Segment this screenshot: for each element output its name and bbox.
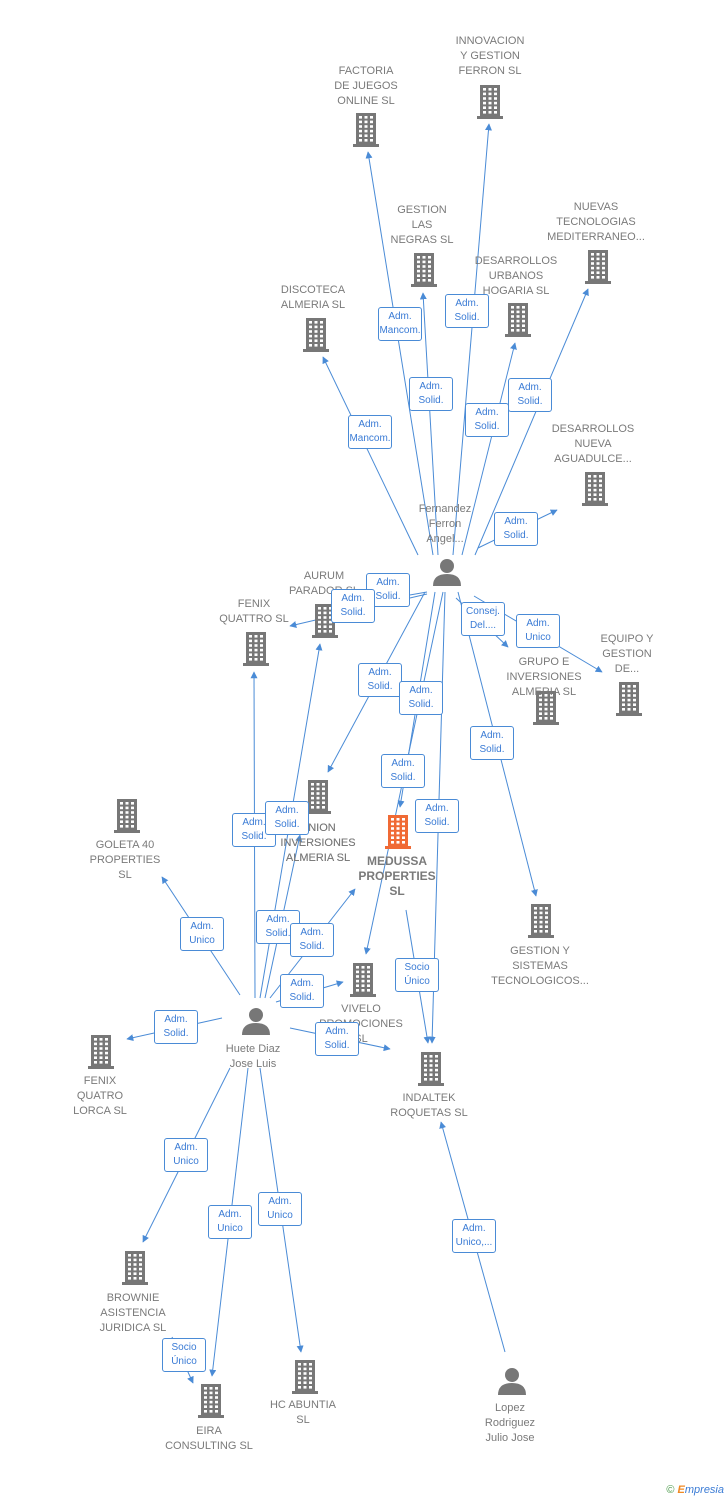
node-label-fenix-quattro[interactable]: FENIX QUATTRO SL — [219, 598, 289, 625]
person-icon-fernandez[interactable] — [433, 559, 461, 586]
building-icon-desarrollos-nueva[interactable] — [582, 472, 608, 506]
node-label-discoteca[interactable]: DISCOTECA ALMERIA SL — [280, 284, 346, 311]
node-label-brownie[interactable]: BROWNIE ASISTENCIA JURIDICA SL — [99, 1292, 167, 1334]
brand-rest: mpresia — [684, 1484, 724, 1496]
building-icon-aurum[interactable] — [312, 604, 338, 638]
nodes-layer — [88, 85, 642, 1418]
node-label-union[interactable]: UNION INVERSIONES ALMERIA SL — [280, 822, 356, 864]
edge-label-fernandez-to-grupo[interactable]: Consej. Del.... — [461, 602, 505, 636]
edge-fernandez-to-desarrollos-hogaria — [461, 342, 517, 556]
node-label-innovacion[interactable]: INNOVACION Y GESTION FERRON SL — [455, 35, 525, 77]
edge-fernandez-to-innovacion — [452, 123, 492, 556]
building-icon-eira[interactable] — [198, 1384, 224, 1418]
node-label-huete[interactable]: Huete Diaz Jose Luis — [225, 1043, 281, 1070]
edge-label-fernandez-to-innovacion[interactable]: Adm. Solid. — [445, 294, 489, 328]
edge-label-huete-to-medussa[interactable]: Adm. Solid. — [290, 923, 334, 957]
building-icon-sunion[interactable] — [305, 780, 331, 814]
person-icon-huete[interactable] — [242, 1008, 270, 1035]
node-label-lopez[interactable]: Lopez Rodriguez Julio Jose — [484, 1402, 536, 1444]
node-label-sunion[interactable]: UNION INVERSIONES ALMERIA SL — [280, 822, 356, 864]
node-label-medussa[interactable]: MEDUSSA PROPERTIES SL — [358, 854, 436, 898]
node-label-desarrollos-nueva[interactable]: DESARROLLOS NUEVA AGUADULCE... — [551, 423, 635, 465]
edge-label-huete-to-aurum[interactable]: Adm. Solid. — [265, 801, 309, 835]
node-label-fernandez[interactable]: Fernandez Ferron Angel... — [418, 503, 472, 545]
copyright-symbol: © — [666, 1484, 675, 1496]
edge-label-fernandez-to-union[interactable]: Adm. Solid. — [358, 663, 402, 697]
main-company-building-icon-medussa[interactable] — [385, 815, 411, 849]
node-label-fenix-quatro[interactable]: FENIX QUATRO LORCA SL — [73, 1075, 127, 1117]
edge-label-huete-to-hc[interactable]: Adm. Unico — [258, 1192, 302, 1226]
building-icon-vivelo[interactable] — [350, 963, 376, 997]
edge-fernandez-to-gestion-negras — [419, 292, 439, 556]
edge-label-huete-to-eira[interactable]: Adm. Unico — [208, 1205, 252, 1239]
building-icon-grupo[interactable] — [533, 691, 559, 725]
building-icon-fenix-quatro[interactable] — [88, 1035, 114, 1069]
node-label-factoria[interactable]: FACTORIA DE JUEGOS ONLINE SL — [334, 65, 398, 107]
node-label-indaltek[interactable]: INDALTEK ROQUETAS SL — [390, 1092, 468, 1119]
building-icon-gestion-negras[interactable] — [411, 253, 437, 287]
building-icon-brownie[interactable] — [122, 1251, 148, 1285]
node-label-gestion-negras[interactable]: GESTION LAS NEGRAS SL — [390, 204, 454, 246]
edge-label-fernandez-to-desarrollos-hogaria[interactable]: Adm. Solid. — [465, 403, 509, 437]
edge-label-fernandez-to-gestion-negras[interactable]: Adm. Solid. — [409, 377, 453, 411]
edge-label-brownie-to-eira[interactable]: Socio Único — [162, 1338, 206, 1372]
building-icon-hc[interactable] — [292, 1360, 318, 1394]
edge-label-fernandez-to-fenix-quattro[interactable]: Adm. Solid. — [331, 589, 375, 623]
edge-fernandez-to-nuevas — [474, 288, 589, 556]
edge-label-huete-to-vivelo[interactable]: Adm. Solid. — [280, 974, 324, 1008]
node-label-eira[interactable]: EIRA CONSULTING SL — [165, 1425, 253, 1452]
node-label-nuevas[interactable]: NUEVAS TECNOLOGIAS MEDITERRANEO... — [547, 201, 645, 243]
edge-label-huete-to-brownie[interactable]: Adm. Unico — [164, 1138, 208, 1172]
edge-label-fernandez-to-desarrollos-nueva[interactable]: Adm. Solid. — [494, 512, 538, 546]
edge-label-fernandez-to-nuevas[interactable]: Adm. Solid. — [508, 378, 552, 412]
building-icon-gestion-sistemas[interactable] — [528, 904, 554, 938]
building-icon-desarrollos-hogaria[interactable] — [505, 303, 531, 337]
building-icon-innovacion[interactable] — [477, 85, 503, 119]
edge-label-fernandez-to-gestion-sistemas[interactable]: Adm. Solid. — [470, 726, 514, 760]
edge-label-fernandez-to-medussa[interactable]: Adm. Solid. — [399, 681, 443, 715]
footer-brand[interactable]: ©Empresia — [666, 1484, 724, 1496]
edge-label-huete-to-indaltek[interactable]: Adm. Solid. — [315, 1022, 359, 1056]
node-label-grupo[interactable]: GRUPO E INVERSIONES ALMERIA SL — [506, 656, 582, 698]
building-icon-factoria[interactable] — [353, 113, 379, 147]
node-label-goleta[interactable]: GOLETA 40 PROPERTIES SL — [89, 839, 161, 881]
edge-fernandez-to-discoteca — [322, 356, 419, 556]
building-icon-discoteca[interactable] — [303, 318, 329, 352]
edge-label-fernandez-to-vivelo[interactable]: Adm. Solid. — [381, 754, 425, 788]
building-icon-indaltek[interactable] — [418, 1052, 444, 1086]
edge-label-huete-to-fenix-quatro[interactable]: Adm. Solid. — [154, 1010, 198, 1044]
building-icon-fenix-quattro[interactable] — [243, 632, 269, 666]
building-icon-equipo[interactable] — [616, 682, 642, 716]
edge-fernandez-to-factoria — [365, 151, 434, 556]
edge-label-lopez-to-indaltek[interactable]: Adm. Unico,... — [452, 1219, 496, 1253]
node-label-desarrollos-hogaria[interactable]: DESARROLLOS URBANOS HOGARIA SL — [474, 255, 558, 297]
edge-label-fernandez-to-indaltek[interactable]: Adm. Solid. — [415, 799, 459, 833]
node-label-hc[interactable]: HC ABUNTIA SL — [269, 1399, 336, 1426]
person-icon-lopez[interactable] — [498, 1368, 526, 1395]
edge-label-medussa-to-indaltek[interactable]: Socio Único — [395, 958, 439, 992]
node-label-equipo[interactable]: EQUIPO Y GESTION DE... — [600, 633, 654, 675]
edge-label-huete-to-goleta[interactable]: Adm. Unico — [180, 917, 224, 951]
building-icon-nuevas[interactable] — [585, 250, 611, 284]
edge-label-fernandez-to-equipo[interactable]: Adm. Unico — [516, 614, 560, 648]
node-label-gestion-sistemas[interactable]: GESTION Y SISTEMAS TECNOLOGICOS... — [491, 945, 589, 987]
edge-label-fernandez-to-discoteca[interactable]: Adm. Mancom. — [348, 415, 392, 449]
edge-label-fernandez-to-factoria[interactable]: Adm. Mancom. — [378, 307, 422, 341]
brand-initial: E — [677, 1484, 685, 1496]
building-icon-goleta[interactable] — [114, 799, 140, 833]
